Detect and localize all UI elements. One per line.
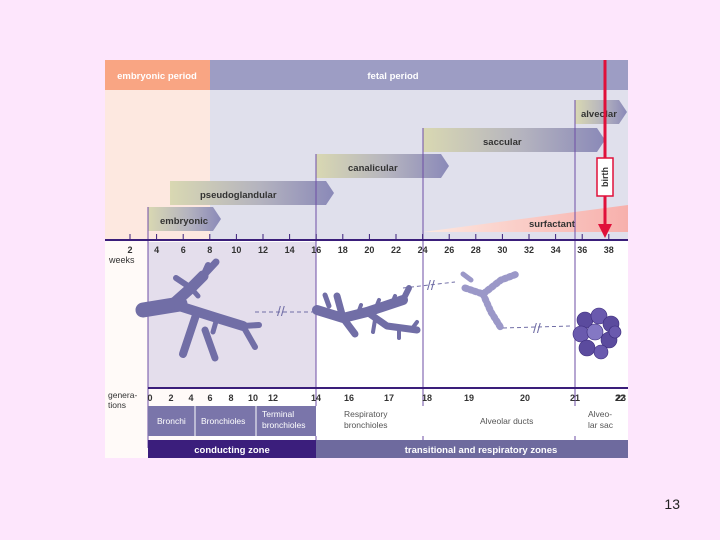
weeks-tick-label: 24	[418, 245, 428, 255]
embryonic-period-label: embryonic period	[117, 71, 197, 82]
segment-label-alveolar-ducts: Alveolar ducts	[480, 416, 533, 426]
alveolar-label: alveolar	[581, 109, 617, 120]
generation-tick-label: 16	[344, 393, 354, 403]
generations-label-line1: genera-	[108, 390, 137, 400]
birth-label: birth	[600, 167, 610, 187]
lung-development-diagram: embryonic period fetal period alveolar s…	[105, 60, 628, 458]
generation-tick-label: 6	[207, 393, 212, 403]
weeks-tick-label: 4	[154, 245, 159, 255]
weeks-tick-label: 28	[471, 245, 481, 255]
weeks-tick-label: 10	[231, 245, 241, 255]
embryonic-stage-label: embryonic	[160, 216, 208, 227]
fetal-period-label: fetal period	[367, 71, 418, 82]
segment-label-respiratory-2: bronchioles	[344, 420, 387, 430]
weeks-tick-label: 30	[497, 245, 507, 255]
generation-tick-label: 12	[268, 393, 278, 403]
generations-label-line2: tions	[108, 400, 126, 410]
generation-tick-label: 10	[248, 393, 258, 403]
generation-tick-label: 17	[384, 393, 394, 403]
weeks-tick-label: 32	[524, 245, 534, 255]
weeks-tick-label: 2	[127, 245, 132, 255]
break-mark-3: //	[533, 320, 541, 336]
weeks-tick-label: 34	[551, 245, 561, 255]
weeks-tick-label: 26	[444, 245, 454, 255]
generation-tick-label: 14	[311, 393, 321, 403]
segment-label-bronchi: Bronchi	[157, 416, 186, 426]
weeks-unit-label: weeks	[108, 255, 135, 265]
weeks-tick-label: 20	[364, 245, 374, 255]
generation-tick-label: 0	[147, 393, 152, 403]
weeks-tick-label: 12	[258, 245, 268, 255]
development-shaded-area	[148, 242, 316, 388]
weeks-tick-label: 14	[285, 245, 295, 255]
conducting-zone-label: conducting zone	[194, 445, 269, 456]
weeks-tick-label: 38	[604, 245, 614, 255]
break-mark-1: //	[277, 303, 285, 319]
saccular-label: saccular	[483, 137, 522, 148]
weeks-tick-label: 16	[311, 245, 321, 255]
generation-tick-label: 2	[168, 393, 173, 403]
generation-tick-label: 19	[464, 393, 474, 403]
surfactant-label: surfactant	[529, 219, 576, 230]
generation-tick-label: 20	[520, 393, 530, 403]
generation-tick-label: 21	[570, 393, 580, 403]
page-number: 13	[640, 496, 680, 512]
generation-tick-label: 8	[228, 393, 233, 403]
pseudoglandular-label: pseudoglandular	[200, 190, 277, 201]
weeks-tick-label: 8	[207, 245, 212, 255]
weeks-tick-label: 18	[338, 245, 348, 255]
segment-label-terminal-2: bronchioles	[262, 420, 305, 430]
weeks-tick-label: 6	[181, 245, 186, 255]
segment-label-respiratory-1: Respiratory	[344, 409, 388, 419]
transitional-zone-label: transitional and respiratory zones	[405, 445, 558, 456]
break-mark-2: //	[427, 277, 435, 293]
fetal-period-bar	[210, 60, 628, 90]
generation-tick-label: 18	[422, 393, 432, 403]
weeks-tick-label: 22	[391, 245, 401, 255]
segment-label-terminal-1: Terminal	[262, 409, 294, 419]
segment-label-alveolar-sac-1: Alveo-	[588, 409, 612, 419]
canalicular-label: canalicular	[348, 163, 398, 174]
segment-label-bronchioles: Bronchioles	[201, 416, 245, 426]
segment-label-alveolar-sac-2: lar sac	[588, 420, 614, 430]
weeks-tick-label: 36	[577, 245, 587, 255]
generation-tick-label: 23	[616, 393, 626, 403]
generation-tick-label: 4	[188, 393, 193, 403]
